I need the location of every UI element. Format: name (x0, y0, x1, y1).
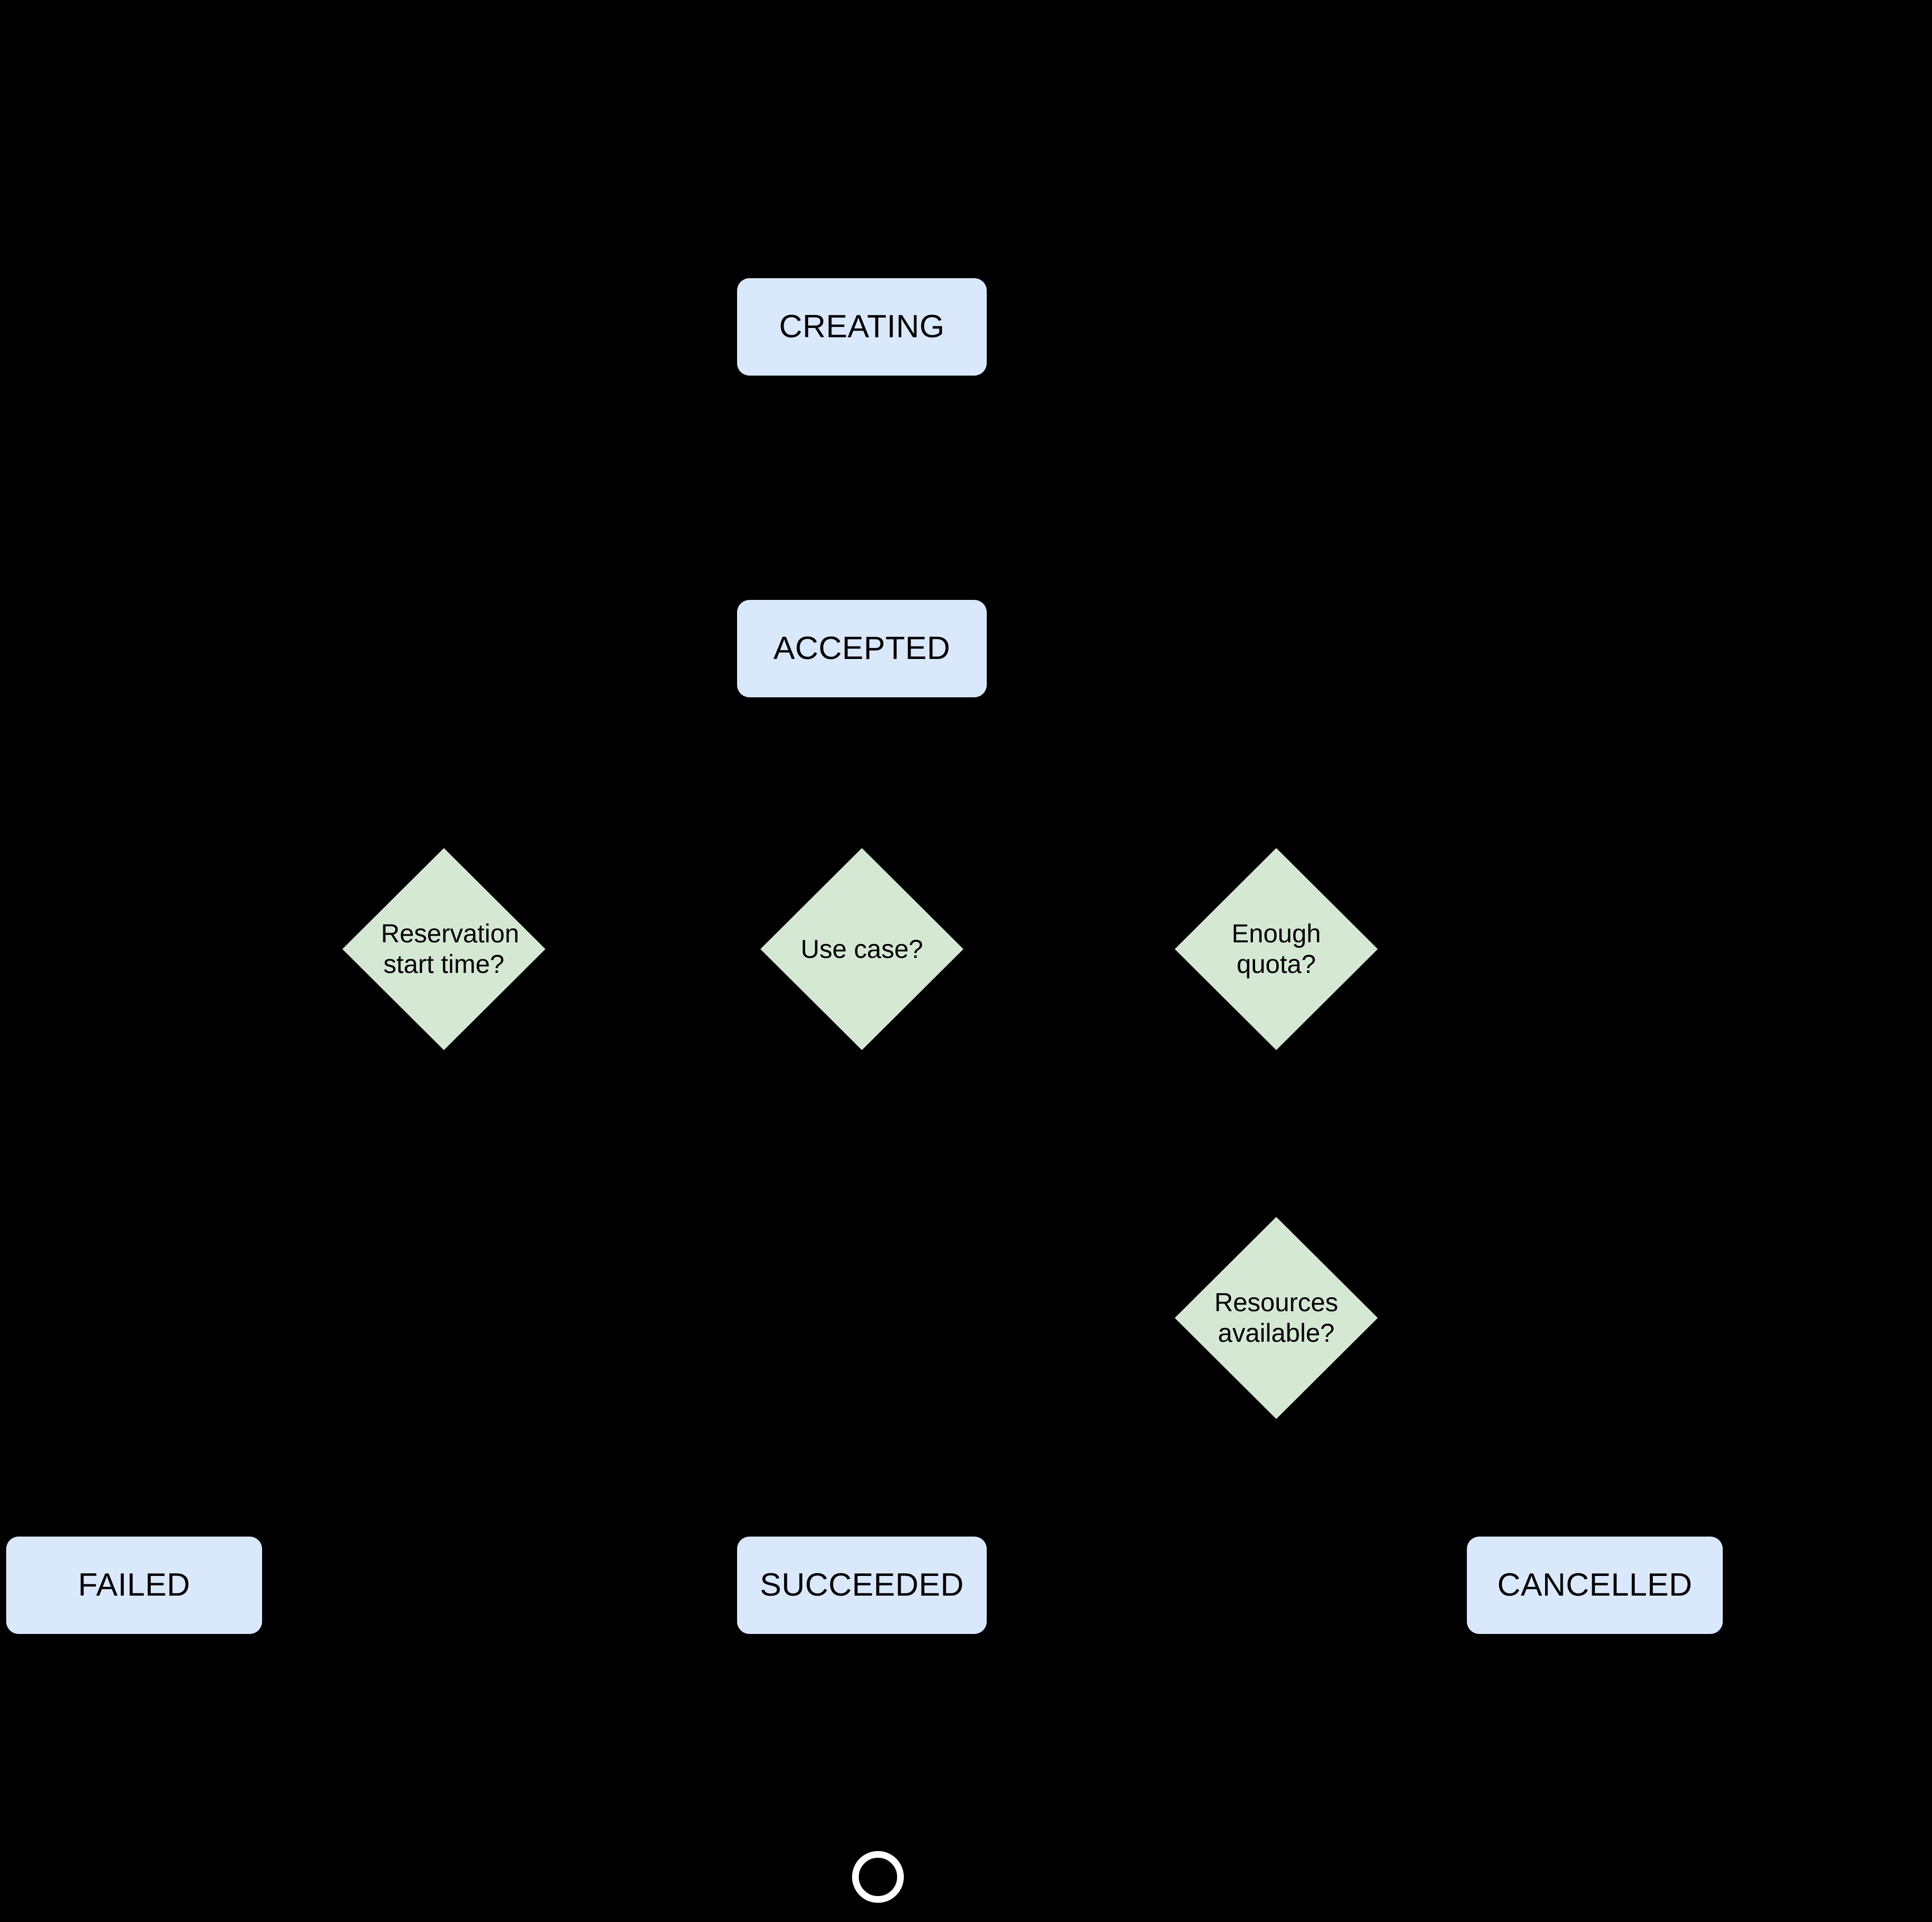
decision-label-reservation-start-time: Reservation start time? (381, 919, 520, 979)
state-label-cancelled: CANCELLED (1497, 1567, 1693, 1603)
state-node-succeeded[interactable]: SUCCEEDED (737, 1537, 987, 1634)
state-label-failed: FAILED (78, 1567, 191, 1603)
edge-reservation-start-time-failed (125, 1050, 446, 1537)
edge-accepted-use-case (853, 697, 871, 848)
decision-label-enough-quota: Enough quota? (1231, 919, 1321, 979)
decision-node-use-case[interactable]: Use case? (760, 848, 963, 1050)
state-label-creating: CREATING (779, 309, 945, 345)
state-node-accepted[interactable]: ACCEPTED (737, 600, 987, 697)
edge-enough-quota-resources-available (1267, 1050, 1286, 1217)
edge-accepted-reservation-start-time (435, 697, 779, 848)
decision-node-reservation-start-time[interactable]: Reservation start time? (342, 848, 545, 1050)
state-node-cancelled[interactable]: CANCELLED (1467, 1537, 1723, 1634)
state-label-succeeded: SUCCEEDED (760, 1567, 964, 1603)
edge-resources-available-cancelled (1274, 1419, 1604, 1537)
decision-label-use-case: Use case? (800, 934, 924, 964)
edge-creating-accepted (853, 376, 871, 600)
edge-accepted-enough-quota (946, 697, 1286, 848)
edge-succeeded-end-node (853, 1634, 871, 1851)
decision-node-resources-available[interactable]: Resources available? (1175, 1217, 1378, 1419)
decision-label-resources-available: Resources available? (1214, 1288, 1338, 1347)
state-node-creating[interactable]: CREATING (737, 278, 987, 376)
decision-node-enough-quota[interactable]: Enough quota? (1175, 848, 1378, 1050)
edge-use-case-succeeded (853, 1050, 871, 1537)
state-node-failed[interactable]: FAILED (6, 1537, 262, 1634)
end-node-circle-icon[interactable] (852, 1851, 904, 1903)
state-label-accepted: ACCEPTED (773, 630, 950, 667)
